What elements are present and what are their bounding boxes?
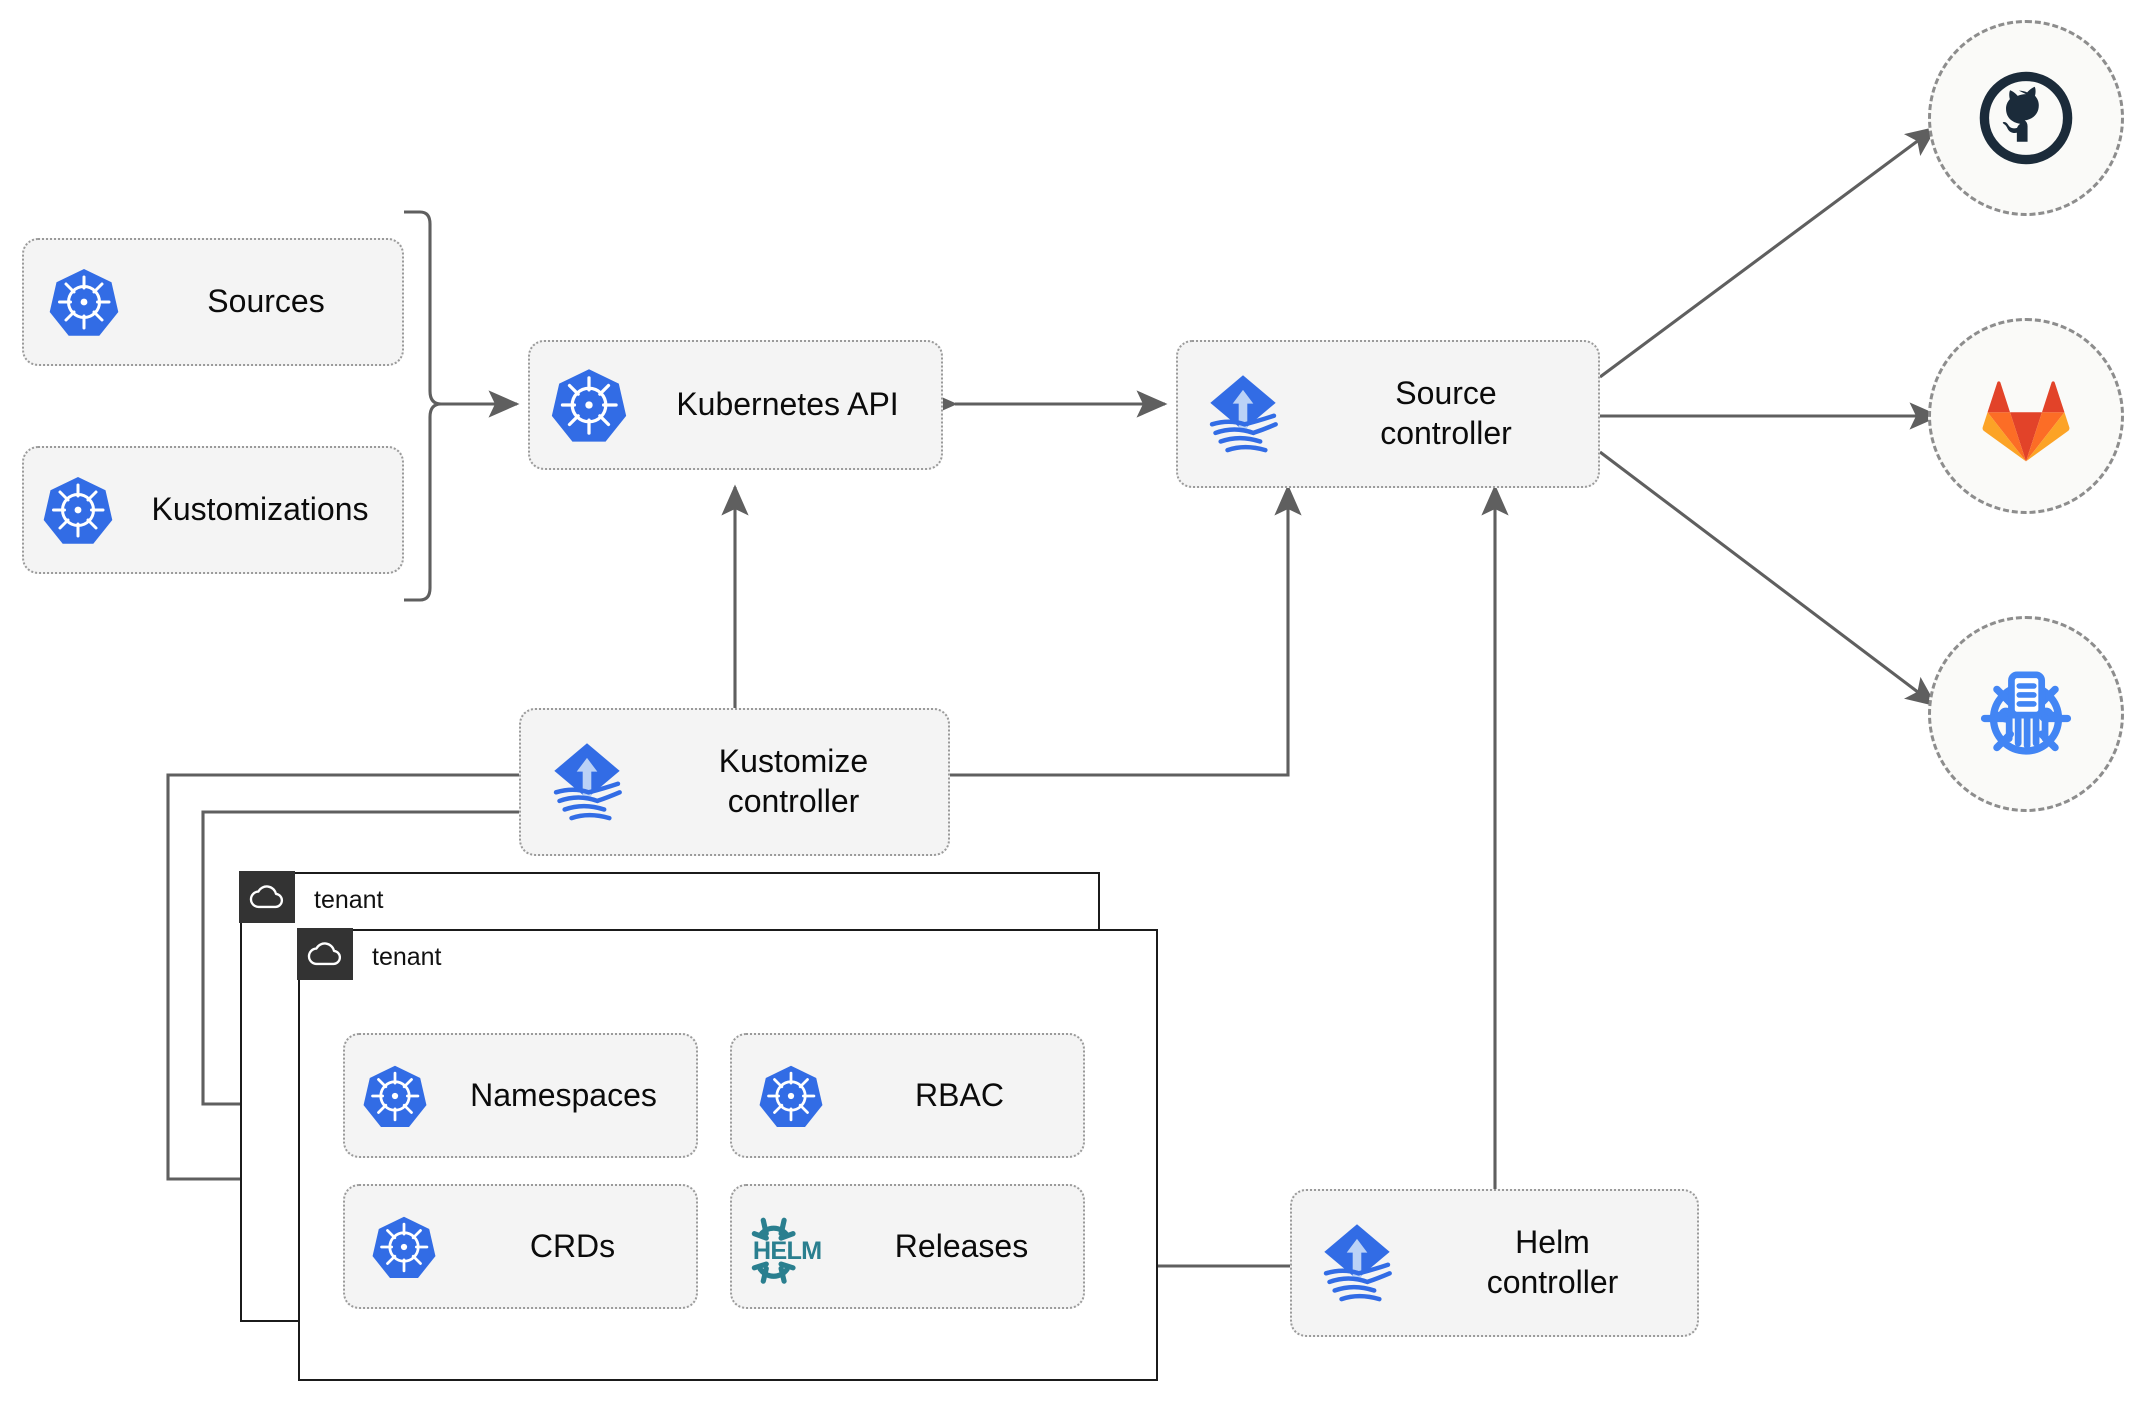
wire-inputs-bracket: [404, 210, 442, 602]
node-rbac[interactable]: RBAC: [730, 1033, 1085, 1158]
helm-icon: HELM: [732, 1210, 854, 1284]
node-label: Namespaces: [470, 1076, 657, 1113]
gitlab-icon: [1982, 381, 2070, 462]
kubernetes-icon: [530, 366, 648, 444]
github-icon: [1979, 71, 2073, 165]
node-label: Releases: [894, 1227, 1029, 1264]
node-releases[interactable]: HELM Releases: [730, 1184, 1085, 1309]
wire-source-controller-to-github: [1599, 126, 1937, 379]
tenant-front[interactable]: tenant Namespaces: [297, 928, 1158, 1381]
node-label: Kustomize controller: [718, 743, 869, 819]
kubernetes-icon: [732, 1063, 850, 1129]
tenant-label: tenant: [372, 942, 442, 971]
flux-icon: [521, 739, 653, 825]
cloud-icon: [297, 928, 354, 981]
node-label: Sources: [207, 283, 325, 320]
node-crds[interactable]: CRDs: [343, 1184, 698, 1309]
kubernetes-icon: [24, 266, 144, 338]
cloud-icon: [239, 871, 296, 924]
flux-icon: [1292, 1220, 1422, 1306]
wire-source-controller-to-helm-repository: [1599, 450, 1937, 707]
flux-icon: [1178, 371, 1308, 457]
node-kubernetes-api[interactable]: Kubernetes API: [528, 340, 943, 470]
node-label: Source controller: [1380, 375, 1512, 451]
helm-repo-icon: [1980, 671, 2072, 755]
node-label: Kubernetes API: [676, 386, 899, 423]
node-source-controller[interactable]: Source controller: [1176, 340, 1600, 488]
node-kustomizations[interactable]: Kustomizations: [22, 446, 404, 574]
node-label: Kustomizations: [151, 491, 369, 528]
node-label: CRDs: [529, 1227, 616, 1264]
kubernetes-icon: [345, 1063, 445, 1129]
provider-gitlab[interactable]: [1928, 318, 2124, 514]
svg-text:HELM: HELM: [753, 1236, 822, 1264]
kubernetes-icon: [345, 1214, 463, 1280]
node-helm-controller[interactable]: Helm controller: [1290, 1189, 1699, 1337]
provider-github[interactable]: [1928, 20, 2124, 216]
node-kustomize-controller[interactable]: Kustomize controller: [519, 708, 950, 856]
node-sources[interactable]: Sources: [22, 238, 404, 366]
node-label: Helm controller: [1486, 1224, 1619, 1300]
kubernetes-icon: [24, 474, 132, 546]
provider-helm-repository[interactable]: [1928, 616, 2124, 812]
wire-kustomize-controller-to-source-controller: [950, 484, 1302, 777]
node-namespaces[interactable]: Namespaces: [343, 1033, 698, 1158]
tenant-label: tenant: [314, 885, 384, 914]
node-label: RBAC: [915, 1076, 1004, 1113]
